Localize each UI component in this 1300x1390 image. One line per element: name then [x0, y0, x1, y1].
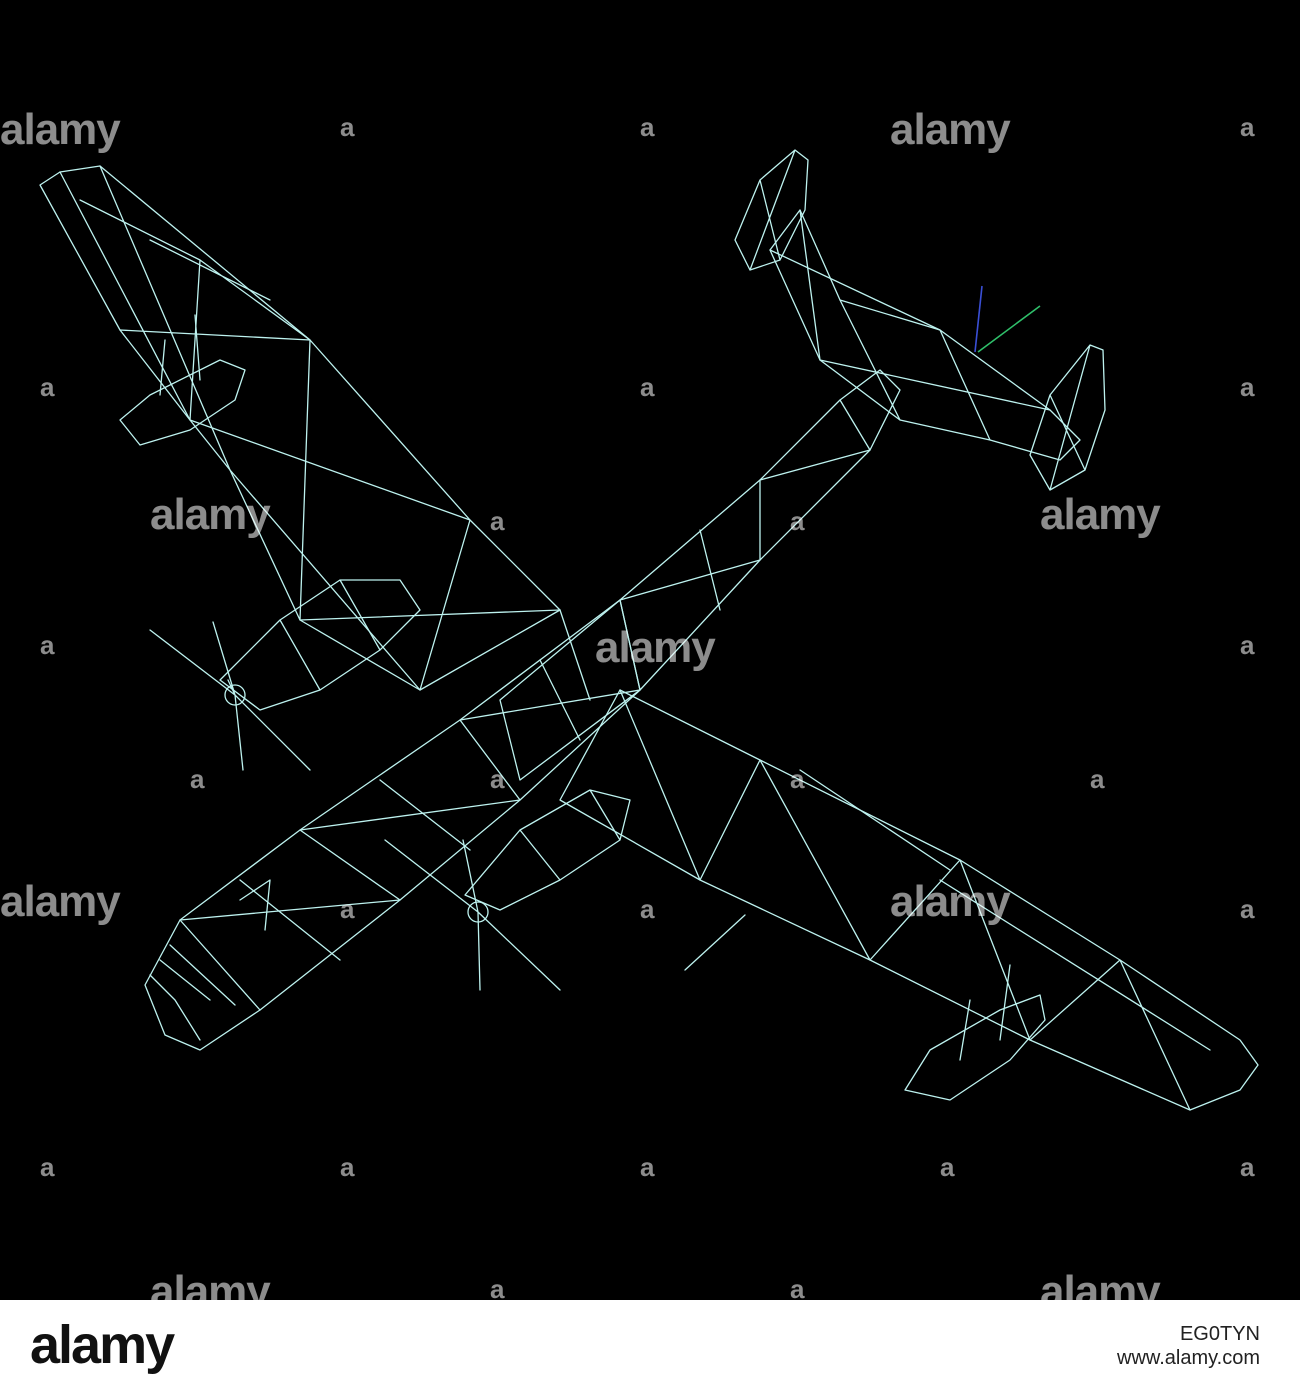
watermark-mark: a [40, 372, 55, 402]
engine-left [219, 579, 421, 711]
watermark-mark: a [490, 1274, 505, 1304]
float-right [904, 964, 1046, 1101]
tail-fin-left [734, 149, 809, 271]
nose-detail [149, 879, 271, 1041]
fuselage-outline [144, 369, 901, 1051]
watermark-text: alamy [890, 105, 1011, 154]
watermark-mark: a [1090, 764, 1105, 794]
watermark-text: alamy [0, 105, 121, 154]
watermark-mark: a [790, 764, 805, 794]
watermark-mark: a [190, 764, 205, 794]
axis-blue-line [974, 285, 983, 353]
watermark-mark: a [490, 506, 505, 536]
watermark-text: alamy [890, 877, 1011, 926]
watermark-mark: a [640, 1152, 655, 1182]
watermark-text: alamy [595, 623, 716, 672]
propeller-left-hub [224, 684, 246, 706]
antenna [684, 914, 746, 971]
watermark-mark: a [340, 112, 355, 142]
watermark-text: alamy [1040, 490, 1161, 539]
propeller-right-hub [467, 901, 489, 923]
engine-right [464, 789, 631, 911]
watermark-mark: a [790, 1274, 805, 1304]
watermark-mark: a [790, 506, 805, 536]
wing-left-mesh [59, 165, 561, 691]
float-left [119, 314, 246, 446]
tailplane [769, 209, 1081, 461]
watermark-mark: a [1240, 1152, 1255, 1182]
footer-url[interactable]: www.alamy.com [1117, 1347, 1260, 1369]
watermark-mark: a [40, 1152, 55, 1182]
watermark-mark: a [940, 1152, 955, 1182]
fuselage-mesh [179, 399, 871, 1011]
watermark-mark: a [1240, 112, 1255, 142]
watermark-mark: a [340, 894, 355, 924]
watermark-mark: a [340, 1152, 355, 1182]
tail-fin-right [1029, 344, 1106, 491]
watermark-mark: a [640, 112, 655, 142]
footer-logo[interactable]: alamy [30, 1315, 175, 1375]
wireframe-airplane [39, 149, 1259, 1111]
watermark-mark: a [1240, 372, 1255, 402]
watermark-mark: a [640, 372, 655, 402]
watermark-mark: a [40, 630, 55, 660]
watermark-text: alamy [150, 490, 271, 539]
watermark-mark: a [640, 894, 655, 924]
strut-center [499, 599, 641, 781]
wing-left-outline [39, 165, 561, 691]
wing-right-mesh [619, 689, 1211, 1111]
propeller-left [149, 621, 311, 771]
image-id: EG0TYN [1179, 1323, 1260, 1345]
watermark-mark: a [1240, 894, 1255, 924]
footer-bar: alamy EG0TYN www.alamy.com [0, 1300, 1300, 1390]
axis-green-line [977, 305, 1041, 353]
tail-mesh [769, 209, 1051, 441]
propeller-right [384, 839, 561, 991]
footer-info: EG0TYN www.alamy.com [1117, 1322, 1260, 1370]
watermark-mark: a [490, 764, 505, 794]
watermark-mark: a [1240, 630, 1255, 660]
watermark-text: alamy [0, 877, 121, 926]
image-canvas: alamy alamy alamy alamy alamy alamy alam… [0, 105, 1259, 1314]
